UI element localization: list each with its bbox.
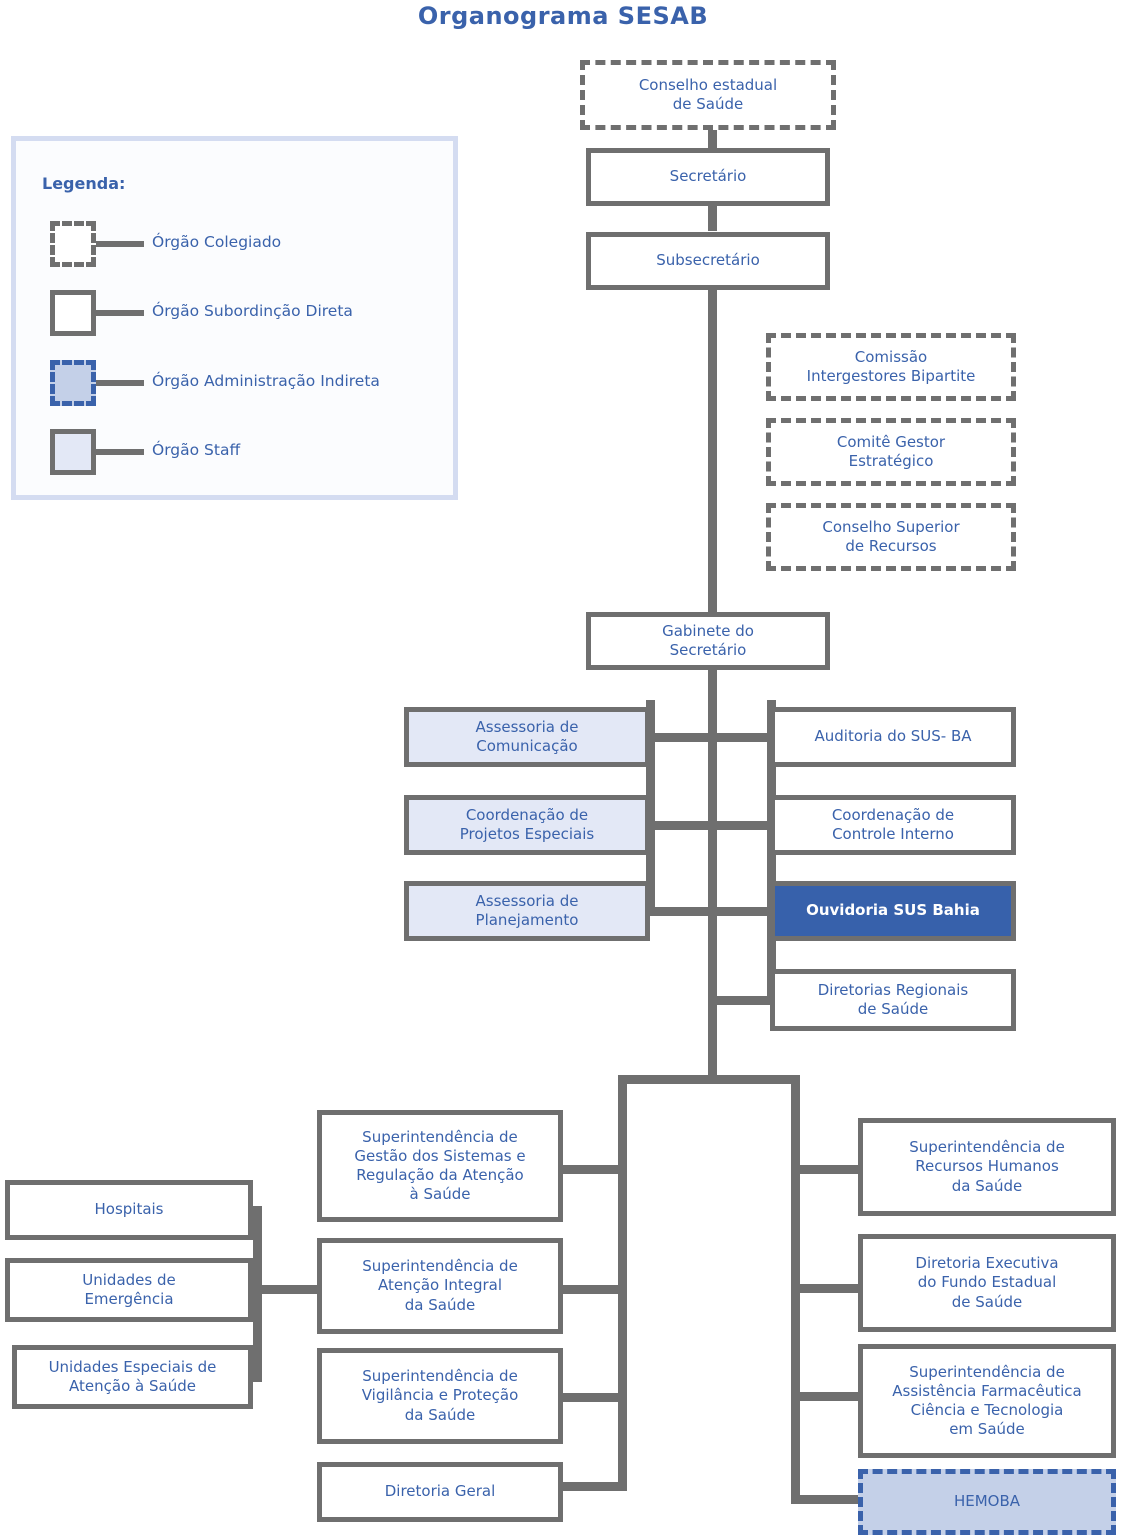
node-label: Coordenação de Controle Interno [831,805,955,843]
connector-units-stub-hospitais [245,1206,261,1215]
node-assessoria-comunicacao[interactable]: Assessoria de Comunicação [404,707,650,767]
node-label: HEMOBA [953,1492,1021,1511]
node-label: Superintendência de Vigilância e Proteçã… [361,1367,519,1424]
connector-subsecretario-gabinete [708,288,717,613]
node-coordenacao-projetos-especiais[interactable]: Coordenação de Projetos Especiais [404,795,650,855]
legend-dash-icon [96,310,144,316]
node-subsecretario[interactable]: Subsecretário [586,232,830,290]
node-unidades-emergencia[interactable]: Unidades de Emergência [5,1258,253,1322]
legend-dash-icon [96,449,144,455]
node-superintendencia-vigilancia-protecao[interactable]: Superintendência de Vigilância e Proteçã… [317,1348,563,1444]
node-label: Conselho estadual de Saúde [638,75,778,113]
connector-units-riser [253,1206,262,1382]
node-label: Subsecretário [656,251,760,270]
node-label: Superintendência de Atenção Integral da … [362,1257,518,1314]
node-label: Assessoria de Planejamento [475,891,579,929]
node-conselho-superior-recursos[interactable]: Conselho Superior de Recursos [766,503,1016,571]
node-label: Superintendência de Gestão dos Sistemas … [354,1127,526,1204]
connector-left-trunk-stub-2 [560,1285,622,1294]
node-label: Gabinete do Secretário [662,621,754,659]
connector-gabinete-spine [708,669,717,1081]
node-assessoria-planejamento[interactable]: Assessoria de Planejamento [404,881,650,941]
connector-left-trunk-stub-1 [560,1165,622,1174]
node-label: Conselho Superior de Recursos [822,517,960,555]
connector-right-trunk-stub-4 [796,1495,858,1504]
node-diretoria-executiva-fundo-estadual[interactable]: Diretoria Executiva do Fundo Estadual de… [858,1234,1116,1332]
node-label: Diretorias Regionais de Saúde [817,980,969,1018]
legend-dash-icon [96,380,144,386]
legend-label: Órgão Subordinção Direta [152,302,353,320]
node-label: Coordenação de Projetos Especiais [459,805,595,843]
node-diretorias-regionais-saude[interactable]: Diretorias Regionais de Saúde [770,969,1016,1031]
connector-right-trunk-stub-2 [796,1284,858,1293]
node-diretoria-geral[interactable]: Diretoria Geral [317,1462,563,1522]
node-auditoria-sus-ba[interactable]: Auditoria do SUS- BA [770,707,1016,767]
node-superintendencia-gestao-sistemas[interactable]: Superintendência de Gestão dos Sistemas … [317,1110,563,1222]
legend-item-indireta: Órgão Administração Indireta [16,360,453,406]
connector-spine-right-1 [713,733,775,742]
legend-item-staff: Órgão Staff [16,429,453,475]
node-label: Unidades Especiais de Atenção à Saúde [48,1357,217,1395]
connector-conselho-secretario [708,126,717,154]
node-unidades-especiais-atencao[interactable]: Unidades Especiais de Atenção à Saúde [12,1345,253,1409]
node-secretario[interactable]: Secretário [586,148,830,206]
connector-spine-left-2 [646,821,712,830]
node-comite-gestor-estrategico[interactable]: Comitê Gestor Estratégico [766,418,1016,486]
legend-label: Órgão Colegiado [152,233,282,251]
connector-left-trunk-stub-3 [560,1393,622,1402]
node-label: Comitê Gestor Estratégico [836,432,946,470]
node-label: Hospitais [94,1200,164,1219]
node-coordenacao-controle-interno[interactable]: Coordenação de Controle Interno [770,795,1016,855]
legend-item-colegiado: Órgão Colegiado [16,221,453,267]
connector-left-trunk [618,1075,627,1491]
node-hemoba[interactable]: HEMOBA [858,1469,1116,1535]
node-label: Assessoria de Comunicação [475,717,579,755]
connector-right-trunk-stub-1 [796,1165,858,1174]
connector-right-trunk-stub-3 [796,1392,858,1401]
node-label: Diretoria Geral [384,1482,496,1501]
connector-spine-right-4 [713,996,775,1005]
connector-spine-left-3 [646,907,712,916]
connector-units-to-superintendencia [253,1285,321,1294]
legend-label: Órgão Administração Indireta [152,372,380,390]
connector-spine-left-1 [646,733,712,742]
node-label: Auditoria do SUS- BA [814,727,972,746]
legend-swatch-indireta-icon [50,360,96,406]
connector-spine-right-3 [713,907,775,916]
node-superintendencia-assistencia-farmaceutica[interactable]: Superintendência de Assistência Farmacêu… [858,1344,1116,1458]
connector-left-riser [646,700,655,916]
node-label: Comissão Intergestores Bipartite [806,347,976,385]
node-label: Diretoria Executiva do Fundo Estadual de… [915,1254,1059,1311]
node-label: Unidades de Emergência [82,1270,176,1308]
legend-item-direct: Órgão Subordinção Direta [16,290,453,336]
node-label: Superintendência de Recursos Humanos da … [909,1138,1065,1195]
connector-units-stub-especiais [245,1373,261,1382]
node-label: Ouvidoria SUS Bahia [806,901,980,920]
node-ouvidoria-sus-bahia[interactable]: Ouvidoria SUS Bahia [770,881,1016,941]
legend-swatch-colegiado-icon [50,221,96,267]
legend-swatch-direct-icon [50,290,96,336]
node-label: Superintendência de Assistência Farmacêu… [892,1362,1082,1439]
node-superintendencia-recursos-humanos[interactable]: Superintendência de Recursos Humanos da … [858,1118,1116,1216]
node-gabinete-secretario[interactable]: Gabinete do Secretário [586,612,830,670]
node-hospitais[interactable]: Hospitais [5,1180,253,1240]
node-label: Secretário [669,167,747,186]
connector-right-trunk [791,1075,800,1504]
connector-spine-right-2 [713,821,775,830]
connector-left-trunk-stub-4 [560,1482,622,1491]
page-title: Organograma SESAB [417,2,709,30]
connector-secretario-subsecretario [708,203,717,231]
legend-heading: Legenda: [42,174,126,193]
node-comissao-intergestores-bipartite[interactable]: Comissão Intergestores Bipartite [766,333,1016,401]
node-conselho-estadual[interactable]: Conselho estadual de Saúde [580,60,836,130]
legend-swatch-staff-icon [50,429,96,475]
connector-base-bar [618,1075,800,1084]
legend-panel: Legenda: Órgão Colegiado Órgão Subordinç… [11,136,458,500]
legend-dash-icon [96,241,144,247]
node-superintendencia-atencao-integral[interactable]: Superintendência de Atenção Integral da … [317,1238,563,1334]
legend-label: Órgão Staff [152,441,241,459]
